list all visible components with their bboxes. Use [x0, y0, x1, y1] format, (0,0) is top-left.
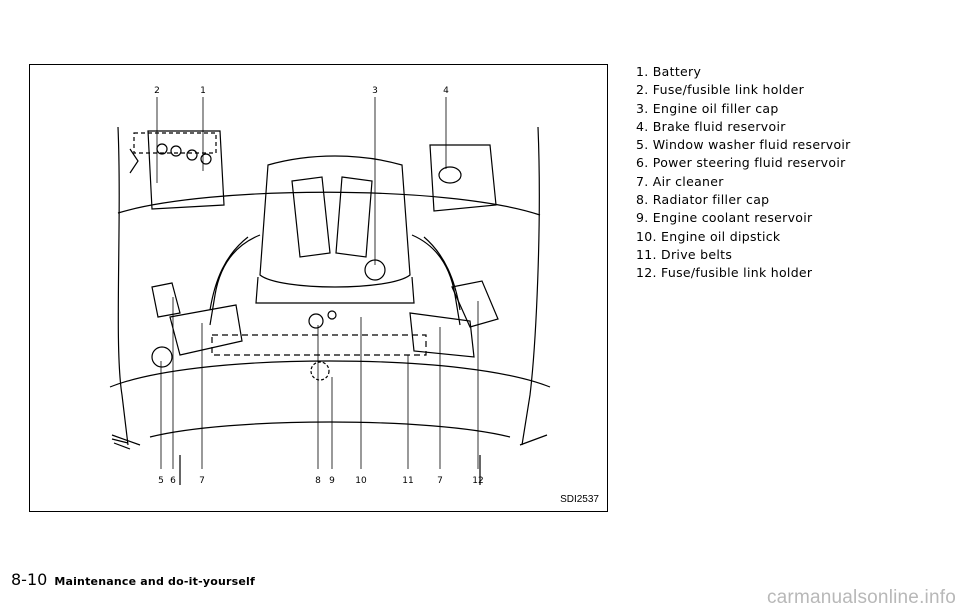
air-cleaner-left [169, 304, 243, 356]
callout-7-right: 7 [437, 476, 443, 486]
battery [147, 130, 225, 210]
watermark: carmanualsonline.info [766, 587, 956, 608]
legend-item: 2. Fuse/fusible link holder [636, 82, 805, 98]
callout-11: 11 [402, 476, 413, 486]
callout-9: 9 [329, 476, 335, 486]
page-footer: 8-10 Maintenance and do-it-yourself [11, 570, 255, 589]
bumper-outline [109, 360, 551, 388]
callout-2: 2 [154, 86, 160, 96]
lower-bumper [149, 421, 511, 485]
legend-item: 5. Window washer fluid reservoir [636, 137, 851, 153]
callout-4: 4 [443, 86, 449, 96]
brake-reservoir [429, 144, 497, 212]
callout-10: 10 [355, 476, 367, 486]
legend-item: 7. Air cleaner [636, 173, 724, 189]
component-legend: 1. Battery 2. Fuse/fusible link holder 3… [636, 63, 851, 283]
callout-8: 8 [315, 476, 321, 486]
callout-3: 3 [372, 86, 378, 96]
legend-item: 8. Radiator filler cap [636, 192, 770, 208]
oil-dipstick [327, 310, 337, 320]
engine-cover [259, 155, 411, 288]
section-title: Maintenance and do-it-yourself [54, 575, 255, 588]
callout-1: 1 [200, 86, 206, 96]
callout-12: 12 [472, 476, 483, 486]
washer-reservoir [151, 282, 181, 318]
page-number: 8-10 [11, 570, 48, 589]
legend-item: 12. Fuse/fusible link holder [636, 265, 813, 281]
drive-belt-area [211, 334, 427, 356]
legend-item: 4. Brake fluid reservoir [636, 118, 786, 134]
legend-item: 3. Engine oil filler cap [636, 100, 779, 116]
legend-item: 11. Drive belts [636, 246, 733, 262]
fender-outline [117, 126, 540, 446]
legend-item: 1. Battery [636, 64, 702, 79]
callout-5: 5 [158, 476, 164, 486]
engine-compartment-illustration: 2 1 3 4 5 6 7 8 9 10 11 7 12 [109, 86, 551, 486]
fuse-holder-right [451, 280, 499, 328]
engine-compartment-figure: 2 1 3 4 5 6 7 8 9 10 11 7 12 SDI2537 [29, 64, 608, 512]
cowl-line [117, 191, 541, 216]
callout-7-left: 7 [199, 476, 205, 486]
air-cleaner-right [409, 312, 475, 358]
legend-item: 6. Power steering fluid reservoir [636, 155, 846, 171]
figure-code: SDI2537 [560, 494, 599, 505]
right-intake [411, 234, 461, 326]
callout-6: 6 [170, 476, 176, 486]
coolant-reservoir [310, 361, 330, 381]
radiator-cap [308, 313, 324, 329]
legend-item: 10. Engine oil dipstick [636, 228, 781, 244]
legend-item: 9. Engine coolant reservoir [636, 210, 813, 226]
left-intake [209, 234, 261, 326]
